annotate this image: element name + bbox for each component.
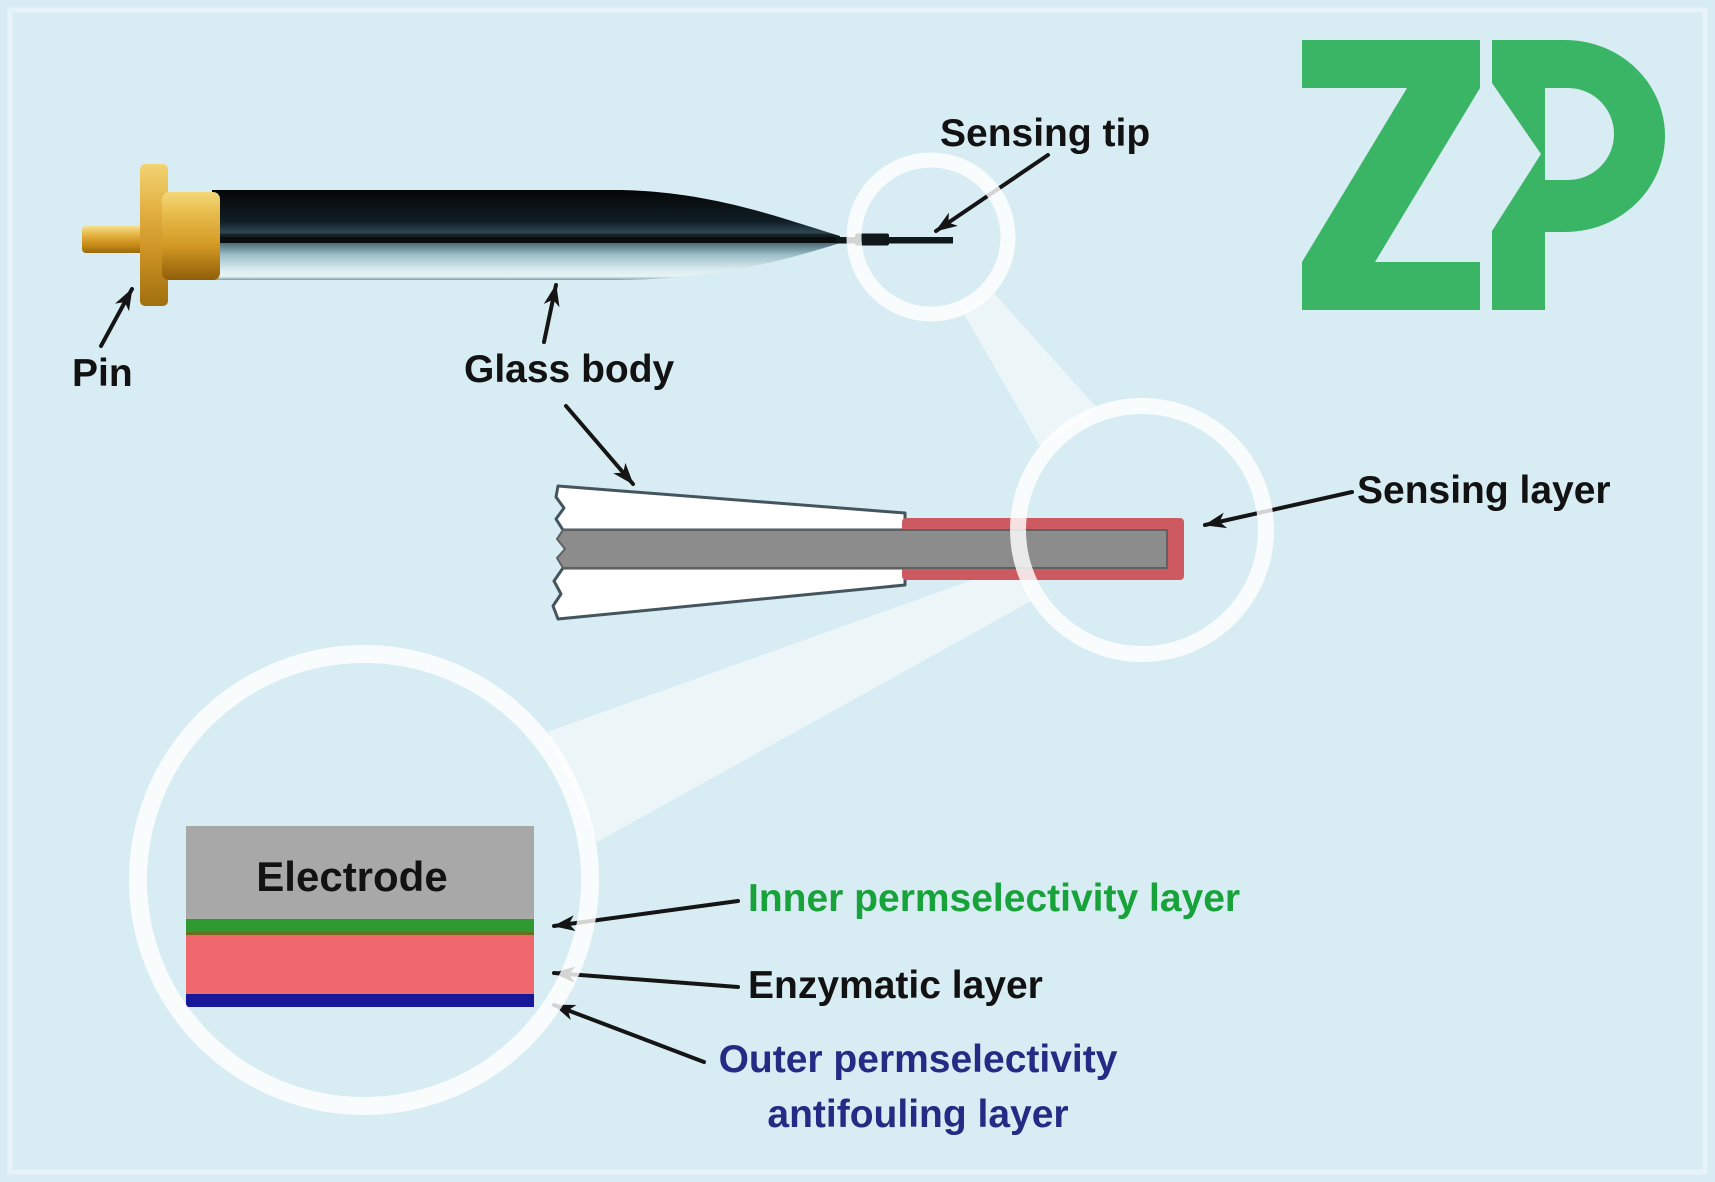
sensing-tip-segment [855,233,889,246]
pin-shaft [82,226,146,253]
enzymatic-label: Enzymatic layer [748,964,1043,1007]
magnifier-circle-stack [129,645,599,1115]
enzymatic-layer-arrow [552,966,740,989]
enzymatic-layer [186,935,534,994]
glass-body-label: Glass body [464,348,675,391]
layer-separator [186,932,534,935]
glass-body-center-line [212,237,838,243]
logo-letter-p [1492,40,1665,310]
magnifier-rings [129,152,1274,1115]
glass-wall-top [554,484,907,532]
magnifier-circle-tip [846,152,1016,322]
electrode-label: Electrode [256,853,447,900]
sensing-layer-arrow [1203,490,1354,529]
inner-frame [7,7,1708,1175]
glass-body-arrow-up [542,283,560,344]
glass-body-shape [212,190,840,280]
magnifier-beam-layer-to-stack [547,564,1033,842]
pin-block [162,192,220,280]
layer-stack: Electrode [186,826,534,1007]
inner-permselectivity-layer [186,919,534,932]
magnifier-circle-sensing-layer [1010,398,1274,662]
zp-logo [1302,40,1665,310]
outer-permselectivity-label-line2: antifouling layer [767,1093,1068,1136]
magnifier-beam-tip-to-layer [963,292,1097,448]
sensing-layer-label: Sensing layer [1357,469,1611,512]
logo-letter-z [1302,40,1480,310]
outer-permselectivity-label-line1: Outer permselectivity [719,1038,1118,1081]
text-labels: Pin Glass body Sensing tip Sensing layer… [72,112,1611,1136]
sensing-tip-wire [836,237,953,244]
electrode-rod [555,529,1168,569]
electrode-layer [186,826,534,919]
pin-flange [140,164,168,306]
sensing-tip-label: Sensing tip [940,112,1150,155]
probe-assembly [82,164,953,306]
inner-permselectivity-label: Inner permselectivity layer [748,877,1240,920]
pin-label: Pin [72,352,133,395]
pin-arrow [99,287,134,348]
glass-body-arrow-down [564,404,635,486]
outer-antifouling-layer [186,994,534,1007]
outer-layer-arrow [552,1003,706,1064]
